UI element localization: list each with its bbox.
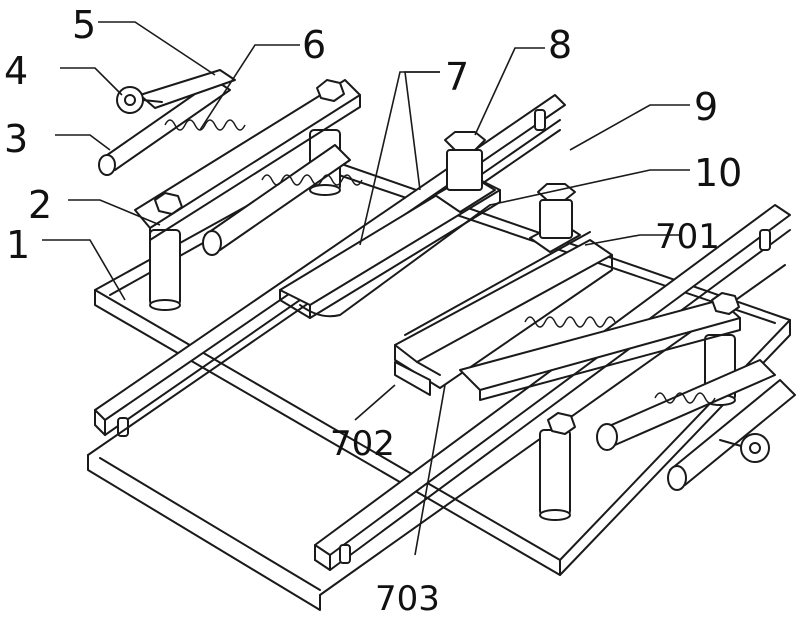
center-jaw-assembly <box>279 131 501 319</box>
label-1: 1 <box>6 223 30 267</box>
label-6: 6 <box>302 23 326 67</box>
reference-labels: 1 2 3 4 5 6 7 8 9 10 701 702 703 <box>4 3 742 617</box>
base-plate <box>94 159 791 576</box>
label-10: 10 <box>694 151 742 195</box>
label-703: 703 <box>375 579 440 617</box>
right-clamp-assembly <box>459 292 796 521</box>
label-3: 3 <box>4 117 28 161</box>
label-9: 9 <box>694 85 718 129</box>
leader-lines <box>42 21 690 556</box>
label-8: 8 <box>548 23 572 67</box>
label-702: 702 <box>330 424 395 464</box>
left-clamp-assembly <box>98 69 363 311</box>
label-4: 4 <box>4 49 28 93</box>
label-2: 2 <box>28 183 52 227</box>
label-5: 5 <box>72 3 96 47</box>
label-701: 701 <box>655 217 720 257</box>
label-7: 7 <box>445 55 469 99</box>
right-jaw-assembly <box>394 183 613 396</box>
